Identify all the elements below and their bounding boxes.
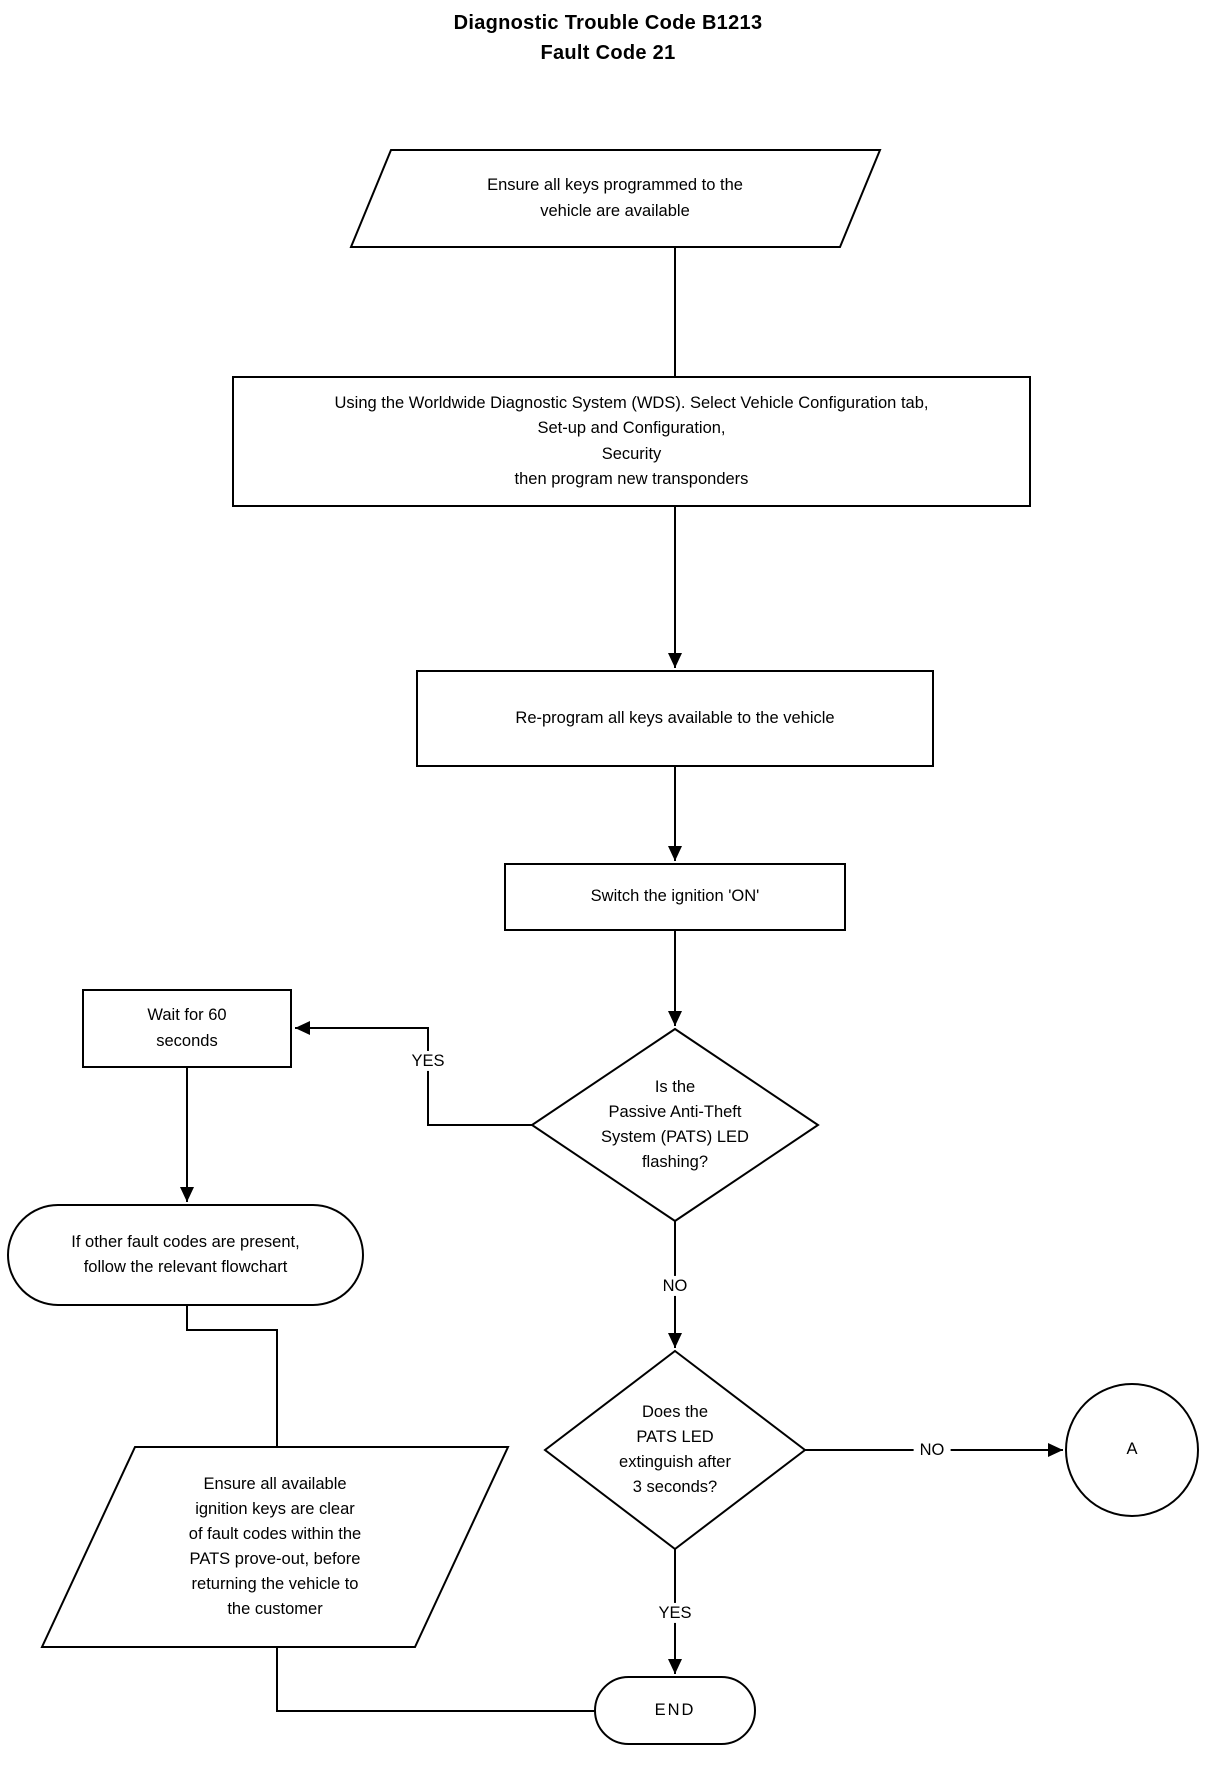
pats-flashing-shape (530, 1027, 820, 1223)
node-switch-ignition: Switch the ignition 'ON' (590, 887, 760, 906)
node-other-faults: If other fault codes are present, follow… (71, 1232, 300, 1276)
node-end: END (654, 1700, 696, 1719)
node-ensure-keys: Ensure all keys programmed to the vehicl… (487, 176, 743, 220)
connector-a-shape (1065, 1383, 1199, 1517)
ensure-clear-shape (40, 1446, 510, 1648)
node-wait60: Wait for 60 seconds (147, 1006, 227, 1050)
edge-ensure-clear-to-end (276, 1647, 595, 1712)
node-extinguish: Does the PATS LED extinguish after 3 sec… (619, 1402, 731, 1497)
label-no-extinguish: NO (913, 1439, 951, 1461)
edge-other-faults-to-ensure-clear (186, 1305, 278, 1447)
switch-ignition-shape (504, 863, 846, 931)
label-no-flashing: NO (656, 1275, 694, 1297)
label-yes-extinguish: YES (652, 1602, 698, 1624)
flowchart-title: Diagnostic Trouble Code B1213 Fault Code… (453, 12, 763, 64)
ensure-keys-shape (349, 149, 882, 248)
label-yes-flashing: YES (405, 1050, 451, 1072)
node-reprogram: Re-program all keys available to the veh… (515, 708, 835, 727)
other-faults-shape (7, 1204, 364, 1306)
node-connector-a: A (1126, 1440, 1138, 1459)
node-pats-flashing: Is the Passive Anti-Theft System (PATS) … (601, 1077, 749, 1172)
extinguish-shape (543, 1349, 807, 1551)
end-shape (594, 1676, 756, 1745)
reprogram-shape (416, 670, 934, 767)
node-wds: Using the Worldwide Diagnostic System (W… (334, 394, 929, 488)
node-ensure-clear: Ensure all available ignition keys are c… (188, 1474, 362, 1619)
wds-shape (232, 376, 1031, 507)
wait60-shape (82, 989, 292, 1068)
edge-flashing-yes-to-wait (295, 1021, 532, 1126)
